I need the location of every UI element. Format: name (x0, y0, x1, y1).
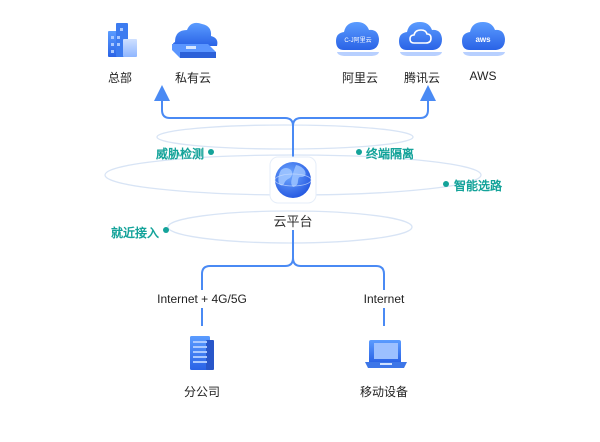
orbit-ring-top (156, 124, 414, 150)
label-aws: AWS (469, 69, 497, 83)
platform-node[interactable] (269, 156, 317, 204)
connector-right-down (292, 257, 385, 290)
feature-terminal-isolation: 终端隔离 (366, 147, 415, 161)
dot-terminal-isolation (356, 149, 362, 155)
label-tencent: 腾讯云 (403, 71, 441, 85)
orbit-ring-bottom (167, 210, 413, 244)
aliyun-cloud-icon: C-J阿里云 (336, 22, 379, 56)
server-icon (190, 336, 214, 370)
tencent-cloud-icon (399, 22, 442, 56)
feature-dots (163, 149, 449, 233)
feature-nearby-access: 就近接入 (110, 226, 159, 240)
aws-cloud-icon: aws (462, 22, 505, 56)
dot-nearby-access (163, 227, 169, 233)
label-platform: 云平台 (273, 214, 313, 229)
connector-right-up (292, 85, 436, 127)
laptop-icon (365, 340, 407, 368)
aws-logo-text: aws (475, 35, 491, 44)
label-aliyun: 阿里云 (341, 71, 379, 85)
aliyun-logo-text: C-J阿里云 (344, 36, 371, 44)
label-connection-right: Internet (363, 292, 405, 306)
dot-threat-detection (208, 149, 214, 155)
private-cloud-icon (172, 22, 218, 58)
label-mobile: 移动设备 (359, 385, 409, 399)
building-icon (108, 23, 137, 57)
upper-connectors (154, 85, 436, 168)
label-private-cloud: 私有云 (174, 71, 212, 85)
feature-smart-routing: 智能选路 (454, 179, 503, 193)
label-hq: 总部 (107, 71, 133, 85)
lower-connectors (201, 230, 385, 326)
connector-stem-down (201, 230, 294, 290)
dot-smart-routing (443, 181, 449, 187)
globe-icon (274, 162, 312, 198)
label-connection-left: Internet + 4G/5G (157, 292, 247, 306)
feature-threat-detection: 威胁检测 (155, 147, 204, 161)
label-branch: 分公司 (183, 385, 221, 399)
